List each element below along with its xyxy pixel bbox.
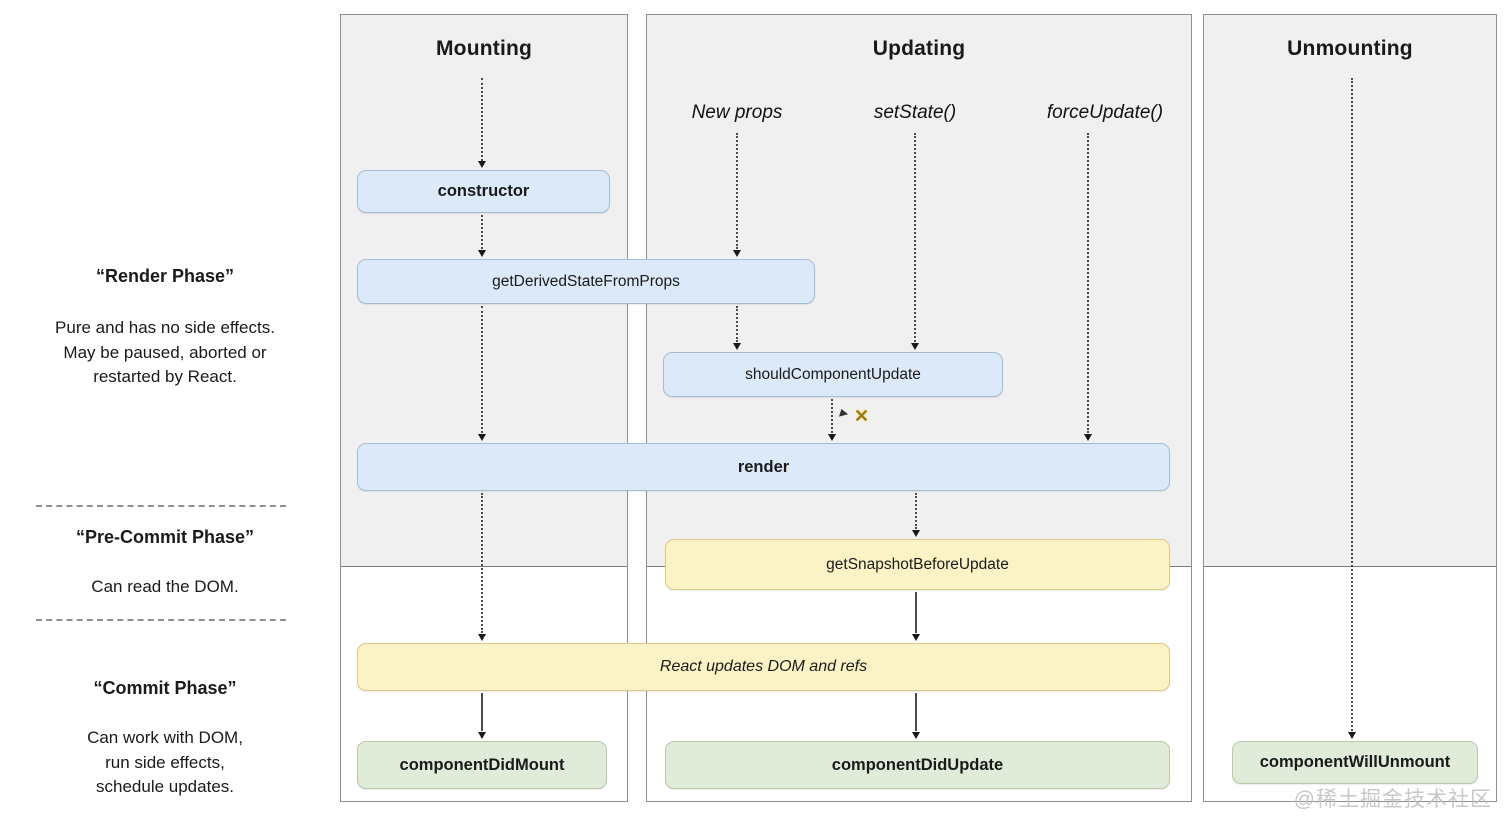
arrow-domupdate-to-componentdidupdate <box>915 693 917 731</box>
lifecycle-box-getderivedstatefromprops: getDerivedStateFromProps <box>357 259 815 304</box>
arrowhead-getderivedstate-to-shouldcomponentupdate <box>732 343 741 350</box>
lifecycle-box-getsnapshotbeforeupdate: getSnapshotBeforeUpdate <box>665 539 1170 590</box>
lifecycle-box-react-updates-dom: React updates DOM and refs <box>357 643 1170 691</box>
arrow-getsnapshot-to-domupdate <box>915 592 917 633</box>
arrow-forceupdate-to-render <box>1087 133 1089 433</box>
arrowhead-getsnapshot-to-domupdate <box>911 634 920 641</box>
trigger-force-update: forceUpdate() <box>1046 102 1164 123</box>
arrow-render-to-getsnapshot <box>915 493 917 529</box>
render-phase-description: Pure and has no side effects. May be pau… <box>55 318 275 386</box>
lifecycle-box-componentwillunmount: componentWillUnmount <box>1232 741 1478 784</box>
arrowhead-shouldcomponentupdate-to-render <box>827 434 836 441</box>
render-phase-title: “Render Phase” <box>95 266 235 286</box>
arrowhead-render-to-getsnapshot <box>911 530 920 537</box>
lifecycle-box-shouldcomponentupdate: shouldComponentUpdate <box>663 352 1003 397</box>
arrowhead-getderivedstate-to-render-mounting <box>477 434 486 441</box>
arrowhead-forceupdate-to-render <box>1083 434 1092 441</box>
arrow-setstate-to-shouldcomponentupdate <box>914 133 916 342</box>
watermark: @稀土掘金技术社区 <box>1293 788 1492 811</box>
arrowhead-setstate-to-shouldcomponentupdate <box>910 343 919 350</box>
arrowhead-unmounting-start-to-componentwillunmount <box>1347 732 1356 739</box>
column-title-unmounting: Unmounting <box>1287 37 1413 60</box>
phase-separator-top <box>36 505 286 507</box>
arrow-constructor-to-getderivedstate <box>481 215 483 249</box>
pre-commit-phase-title: “Pre-Commit Phase” <box>75 527 255 547</box>
cancel-x-icon: ✕ <box>854 406 870 426</box>
arrowhead-render-to-domupdate-mounting <box>477 634 486 641</box>
arrow-render-to-domupdate-mounting <box>481 493 483 633</box>
commit-phase-description: Can work with DOM, run side effects, sch… <box>87 728 243 796</box>
column-title-mounting: Mounting <box>435 37 533 60</box>
arrow-unmounting-start-to-componentwillunmount <box>1351 78 1353 731</box>
column-title-updating: Updating <box>872 37 966 60</box>
arrow-getderivedstate-to-shouldcomponentupdate <box>736 306 738 342</box>
arrow-shouldcomponentupdate-to-render <box>831 399 833 433</box>
column-unmounting: Unmounting <box>1203 14 1497 802</box>
arrow-newprops-to-getderivedstate <box>736 133 738 249</box>
lifecycle-box-constructor: constructor <box>357 170 610 213</box>
trigger-new-props: New props <box>691 102 783 123</box>
arrowhead-mounting-start-to-constructor <box>477 161 486 168</box>
arrowhead-newprops-to-getderivedstate <box>732 250 741 257</box>
pre-commit-phase-description: Can read the DOM. <box>91 577 239 596</box>
arrow-domupdate-to-componentdidmount <box>481 693 483 731</box>
arrowhead-domupdate-to-componentdidmount <box>477 732 486 739</box>
lifecycle-box-componentdidupdate: componentDidUpdate <box>665 741 1170 789</box>
arrowhead-domupdate-to-componentdidupdate <box>911 732 920 739</box>
unmounting-render-phase-area <box>1204 15 1496 567</box>
arrow-mounting-start-to-constructor <box>481 78 483 161</box>
arrow-getderivedstate-to-render-mounting <box>481 306 483 433</box>
arrowhead-constructor-to-getderivedstate <box>477 250 486 257</box>
phase-separator-bottom <box>36 619 286 621</box>
lifecycle-box-render: render <box>357 443 1170 491</box>
lifecycle-box-componentdidmount: componentDidMount <box>357 741 607 789</box>
commit-phase-title: “Commit Phase” <box>93 678 237 698</box>
trigger-set-state: setState() <box>873 102 957 123</box>
